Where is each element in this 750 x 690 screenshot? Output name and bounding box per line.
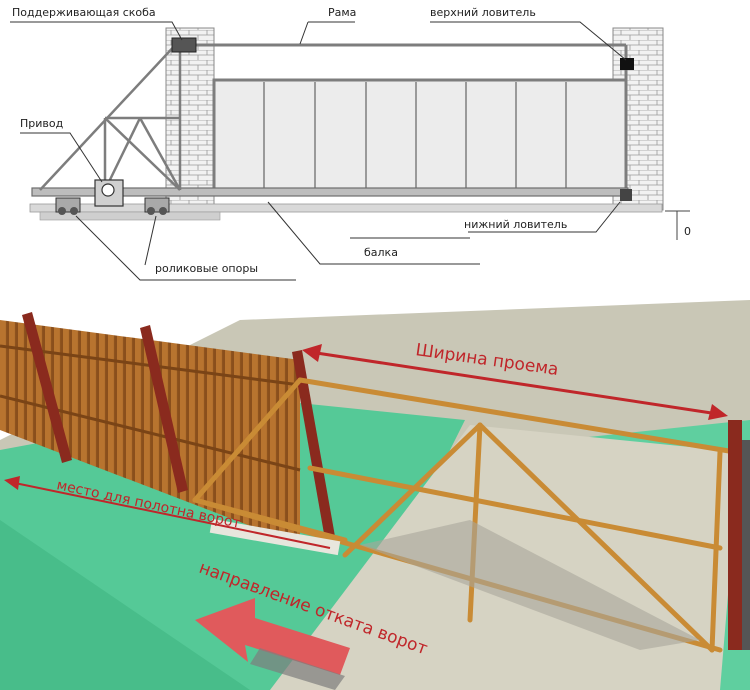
beam-label: балка — [364, 246, 398, 259]
frame-label: Рама — [328, 6, 356, 19]
counterweight-truss — [39, 39, 182, 191]
drive-motor — [94, 179, 124, 207]
right-post-dark — [742, 440, 750, 650]
gate-3d-illustration: Ширина проема место для полотна ворот на… — [0, 290, 750, 690]
upper-catcher-label: верхний ловитель — [430, 6, 536, 19]
opening-width-arrow — [302, 344, 728, 420]
lower-catcher-label: нижний ловитель — [464, 218, 567, 231]
support-bracket-label: Поддерживающая скоба — [12, 6, 156, 19]
drive-label: Привод — [20, 117, 64, 130]
lower-catcher — [620, 189, 632, 201]
roller-support-left — [55, 197, 81, 215]
leaf-place-arrow — [4, 476, 331, 549]
frame-verticals — [263, 82, 567, 188]
ground-base — [29, 203, 663, 213]
fence-posts — [22, 312, 336, 545]
upper-catcher — [620, 58, 634, 70]
gate-shadow — [360, 520, 700, 650]
zero-mark-label: 0 — [684, 225, 691, 238]
support-bracket — [171, 37, 197, 53]
sliding-gate-schematic: Поддерживающая скоба Рама верхний ловите… — [10, 6, 691, 281]
concrete-slab — [39, 211, 221, 221]
gate-frame — [212, 78, 628, 192]
roller-support-right — [144, 197, 170, 215]
right-gate-post — [728, 420, 742, 650]
lower-grass — [0, 520, 250, 690]
leader-lines — [10, 21, 627, 281]
roller-supports-label: роликовые опоры — [155, 262, 258, 275]
rollback-direction-arrow — [195, 598, 350, 690]
